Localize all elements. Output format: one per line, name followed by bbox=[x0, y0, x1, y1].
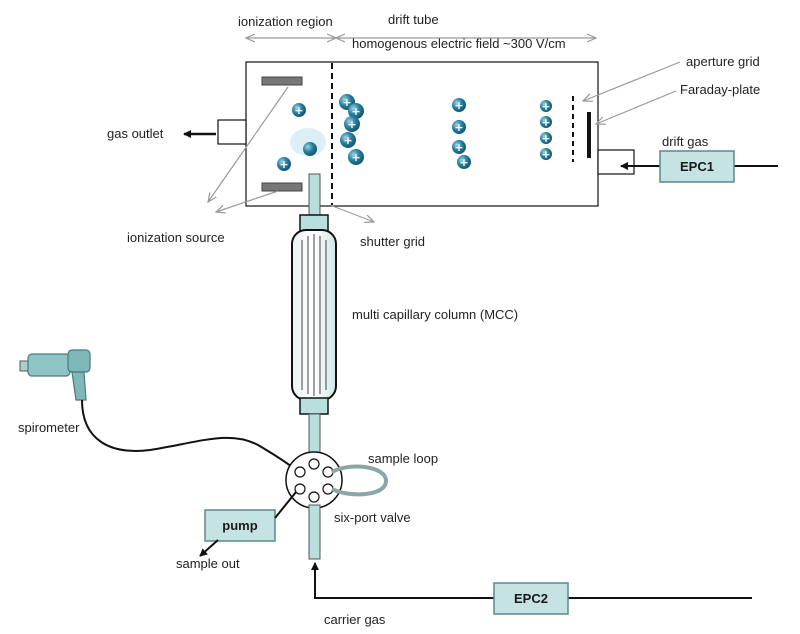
sample-out-label: sample out bbox=[176, 556, 240, 571]
epc1-label: EPC1 bbox=[680, 159, 714, 174]
spirometer-cable bbox=[81, 399, 297, 471]
svg-text:+: + bbox=[541, 132, 550, 145]
spirometer-icon bbox=[19, 349, 91, 401]
svg-text:+: + bbox=[541, 100, 550, 113]
ionization-source-label: ionization source bbox=[127, 230, 225, 245]
ion-icon: + bbox=[540, 116, 552, 129]
ion-icon: + bbox=[340, 132, 356, 148]
shutter-grid-leader bbox=[329, 204, 374, 222]
ionization-source-leader-bottom bbox=[216, 190, 279, 212]
valve-port bbox=[294, 458, 334, 503]
ion-icon: + bbox=[540, 100, 552, 113]
svg-text:+: + bbox=[347, 118, 356, 131]
ionization-source-electrode-top bbox=[261, 76, 303, 86]
svg-text:+: + bbox=[294, 104, 303, 117]
svg-text:+: + bbox=[459, 156, 468, 169]
mcc-top-connector bbox=[299, 214, 329, 232]
carrier-gas-tube bbox=[308, 504, 321, 560]
gas-outlet-stub bbox=[217, 119, 247, 145]
ion-icon: + bbox=[452, 98, 466, 112]
faraday-plate-label: Faraday-plate bbox=[680, 82, 760, 97]
sample-out-arrow bbox=[199, 539, 219, 557]
ion-icon: + bbox=[277, 157, 291, 171]
inlet-tube-upper bbox=[308, 173, 321, 217]
ion-group: + + + + + + + + + + + + + + + bbox=[277, 94, 552, 171]
ion-icon: + bbox=[540, 148, 552, 161]
drift-tube-label: drift tube bbox=[388, 12, 439, 27]
ionization-source-leader-top bbox=[208, 86, 289, 202]
ion-icon: + bbox=[457, 155, 471, 169]
ion-icon: + bbox=[452, 120, 466, 134]
svg-text:+: + bbox=[454, 99, 463, 112]
ion-icon: + bbox=[540, 132, 552, 145]
sample-loop-label: sample loop bbox=[368, 451, 438, 466]
svg-text:+: + bbox=[351, 105, 360, 118]
svg-text:+: + bbox=[454, 121, 463, 134]
mcc-label: multi capillary column (MCC) bbox=[352, 307, 518, 322]
ion-icon: + bbox=[292, 103, 306, 117]
faraday-plate-leader bbox=[596, 90, 677, 124]
spirometer-label: spirometer bbox=[18, 420, 80, 435]
svg-text:+: + bbox=[541, 116, 550, 129]
svg-text:+: + bbox=[351, 151, 360, 164]
ion-icon: + bbox=[452, 140, 466, 154]
pump-valve-line bbox=[274, 491, 297, 519]
drift-gas-inlet-stub bbox=[597, 149, 635, 175]
carrier-gas-label: carrier gas bbox=[324, 612, 386, 627]
mcc-capillaries bbox=[301, 234, 327, 396]
sample-loop bbox=[331, 464, 389, 497]
svg-text:+: + bbox=[342, 96, 351, 109]
pump-label: pump bbox=[222, 518, 257, 533]
epc2-label: EPC2 bbox=[514, 591, 548, 606]
shutter-grid-label: shutter grid bbox=[360, 234, 425, 249]
six-port-valve-label: six-port valve bbox=[334, 510, 411, 525]
mcc-bottom-connector bbox=[299, 397, 329, 415]
ionization-source-electrode-bottom bbox=[261, 182, 303, 192]
drift-gas-label: drift gas bbox=[662, 134, 709, 149]
ion-icon: + bbox=[348, 149, 364, 165]
epc2-box bbox=[493, 582, 569, 615]
svg-text:+: + bbox=[279, 158, 288, 171]
epc1-box bbox=[659, 150, 735, 183]
svg-text:+: + bbox=[541, 148, 550, 161]
ion-icon: + bbox=[348, 103, 364, 119]
ion-icon: + bbox=[344, 116, 360, 132]
ion-icon bbox=[303, 142, 317, 156]
aperture-grid-label: aperture grid bbox=[686, 54, 760, 69]
gas-outlet-label: gas outlet bbox=[107, 126, 164, 141]
ionization-region-label: ionization region bbox=[238, 14, 333, 29]
pump-box bbox=[204, 509, 276, 542]
aperture-grid-leader bbox=[583, 61, 681, 101]
svg-text:+: + bbox=[343, 134, 352, 147]
electric-field-label: homogenous electric field ~300 V/cm bbox=[352, 36, 566, 51]
svg-text:+: + bbox=[454, 141, 463, 154]
